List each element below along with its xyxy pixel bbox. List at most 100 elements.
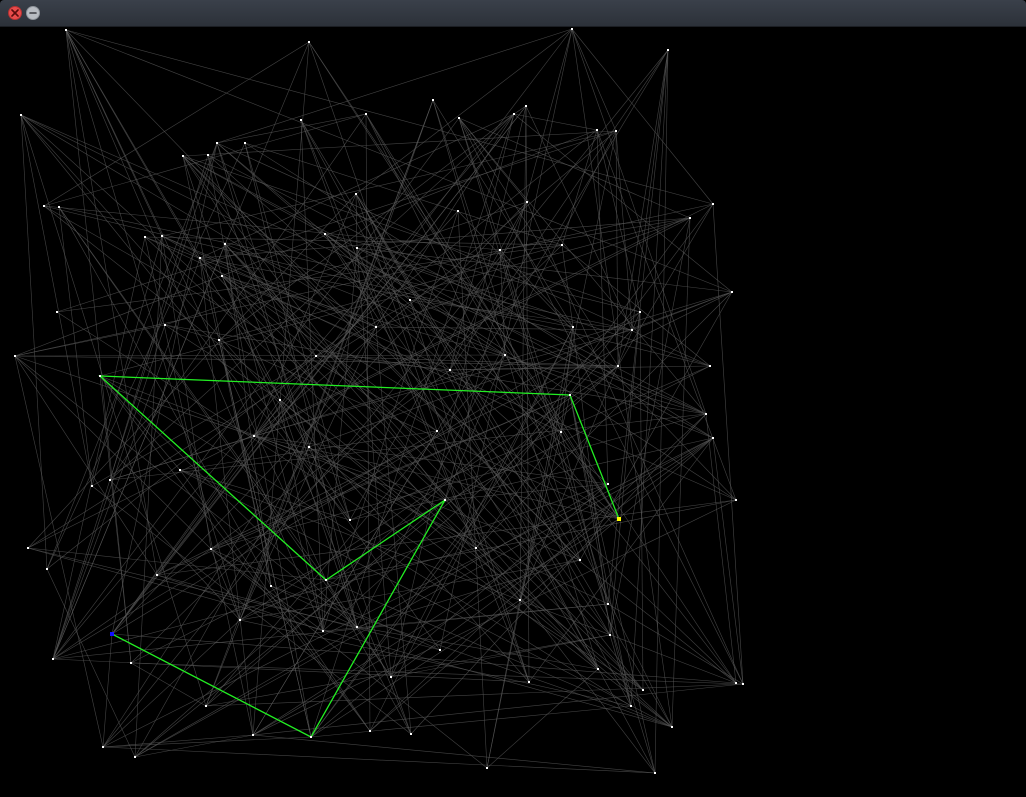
graph-node — [731, 291, 733, 293]
graph-edge — [365, 113, 620, 520]
graph-edge — [218, 113, 515, 341]
graph-edge — [224, 243, 324, 632]
graph-edge — [102, 734, 254, 748]
graph-edge — [111, 399, 281, 635]
graph-edge — [356, 626, 599, 670]
minimize-button[interactable] — [26, 6, 40, 20]
graph-node — [671, 726, 673, 728]
graph-edge — [308, 99, 434, 448]
graph-edge — [99, 375, 581, 561]
graph-edge — [279, 399, 324, 632]
graph-edge — [561, 129, 598, 246]
graph-edge — [182, 155, 656, 774]
graph-edge — [519, 105, 527, 601]
graph-edge — [449, 369, 632, 707]
close-button[interactable] — [8, 6, 22, 20]
graph-edge — [571, 28, 673, 728]
graph-edge — [356, 559, 581, 628]
graph-edge — [355, 193, 358, 249]
graph-node — [91, 485, 93, 487]
graph-edge — [144, 236, 562, 433]
graph-edge — [109, 479, 241, 621]
graph-edge — [111, 142, 218, 635]
graph-edge — [52, 257, 201, 660]
graph-edge — [52, 117, 460, 660]
graph-edge — [324, 233, 599, 670]
graph-edge — [513, 105, 527, 115]
graph-edge — [444, 28, 573, 501]
graph-edge — [144, 236, 673, 728]
graph-edge — [14, 203, 714, 357]
graph-edge — [182, 155, 272, 587]
graph-edge — [182, 155, 581, 561]
graph-edge — [324, 233, 411, 301]
graph-edge — [409, 299, 530, 683]
graph-edge — [102, 113, 515, 748]
graph-edge — [270, 585, 371, 732]
graph-edge — [310, 705, 632, 738]
graph-edge — [14, 355, 446, 501]
graph-edge — [27, 547, 327, 581]
graph-node — [205, 705, 207, 707]
title-bar[interactable] — [0, 0, 1026, 27]
graph-edge — [436, 430, 644, 691]
graph-node — [642, 689, 644, 691]
graph-node — [631, 329, 633, 331]
graph-edge — [179, 469, 351, 521]
graph-edge — [458, 117, 707, 415]
edge-layer — [14, 28, 744, 774]
graph-node — [14, 355, 16, 357]
graph-edge — [355, 193, 438, 432]
graph-edge — [210, 548, 441, 651]
graph-edge — [99, 375, 181, 471]
graph-node — [27, 547, 29, 549]
graph-edge — [355, 28, 573, 195]
graph-edge — [252, 41, 310, 736]
graph-canvas[interactable] — [0, 28, 1026, 797]
graph-edge — [609, 634, 632, 707]
graph-edge — [221, 275, 317, 357]
graph-edge — [325, 499, 737, 581]
graph-edge — [156, 291, 733, 576]
graph-edge — [252, 683, 744, 736]
minimize-icon — [29, 12, 37, 14]
graph-edge — [109, 154, 209, 481]
graph-edge — [369, 437, 714, 732]
graph-edge — [102, 633, 113, 748]
graph-edge — [199, 217, 691, 259]
graph-edge — [365, 113, 371, 732]
graph-edge — [369, 413, 707, 732]
graph-edge — [224, 243, 272, 587]
graph-node — [475, 547, 477, 549]
graph-edge — [607, 603, 744, 685]
graph-node — [310, 736, 312, 738]
graph-node — [161, 235, 163, 237]
graph-edge — [310, 203, 714, 738]
graph-edge — [224, 243, 714, 439]
graph-node — [102, 746, 104, 748]
graph-edge — [216, 28, 573, 144]
graph-node — [221, 275, 223, 277]
graph-node — [499, 249, 501, 251]
graph-edge — [560, 326, 574, 433]
graph-edge — [58, 206, 633, 331]
graph-node — [579, 559, 581, 561]
graph-edge — [111, 28, 573, 635]
graph-edge — [27, 203, 714, 549]
graph-node — [179, 469, 181, 471]
graph-edge — [156, 574, 441, 651]
node-layer — [14, 28, 744, 774]
graph-edge — [216, 113, 367, 144]
graph-edge — [156, 574, 324, 632]
graph-edge — [239, 326, 377, 621]
graph-edge — [65, 29, 733, 293]
graph-node — [279, 399, 281, 401]
graph-edge — [617, 49, 669, 367]
graph-edge — [199, 113, 515, 259]
graph-edge — [20, 114, 93, 487]
graph-edge — [390, 105, 527, 678]
graph-node — [182, 155, 184, 157]
graph-edge — [252, 518, 620, 736]
graph-edge — [475, 291, 733, 549]
graph-edge — [486, 668, 599, 769]
